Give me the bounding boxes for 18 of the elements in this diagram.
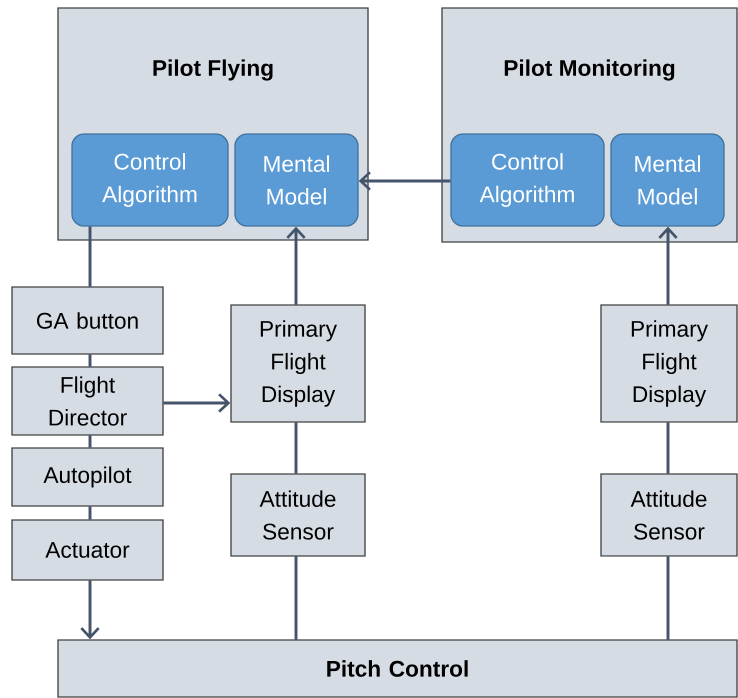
process-box: GA button — [11, 286, 164, 355]
process-box: Control Algorithm — [71, 133, 229, 227]
arrow — [164, 393, 230, 413]
arrow — [286, 226, 306, 304]
arrow — [80, 580, 100, 640]
process-box: Flight Director — [11, 366, 164, 436]
process-box: Control Algorithm — [450, 133, 605, 227]
process-box: Primary Flight Display — [230, 304, 366, 423]
process-box: Primary Flight Display — [600, 304, 738, 423]
process-box: Mental Model — [234, 133, 359, 227]
arrow — [658, 226, 678, 304]
process-box: Attitude Sensor — [230, 473, 366, 557]
process-box: Autopilot — [11, 447, 164, 507]
process-box: Mental Model — [610, 133, 725, 227]
process-box: Attitude Sensor — [600, 473, 738, 557]
arrow — [358, 171, 450, 191]
process-box: Pitch Control — [57, 639, 738, 698]
process-box: Actuator — [11, 519, 164, 581]
